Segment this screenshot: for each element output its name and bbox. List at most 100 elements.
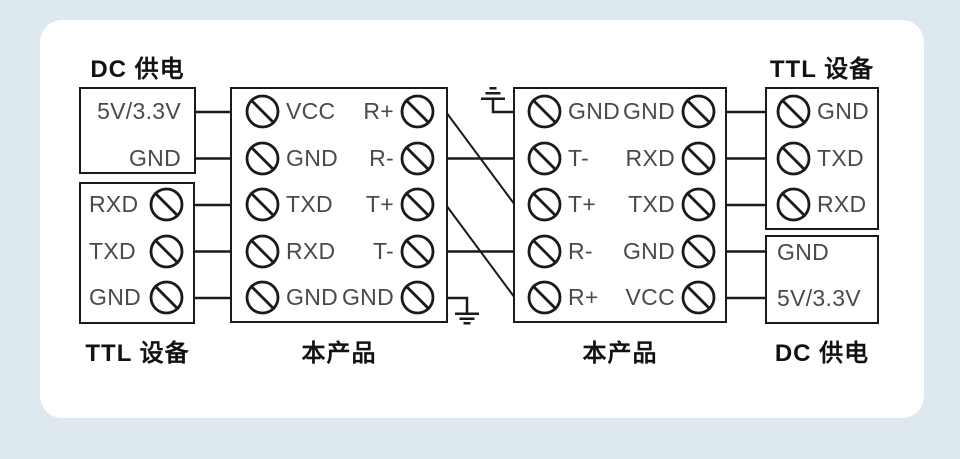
screw-terminal-icon: [680, 186, 717, 223]
terminal-row: GND: [244, 278, 338, 318]
terminal-label: TXD: [817, 144, 864, 171]
terminal-row: GND: [767, 236, 877, 268]
label-ttl-device-left: TTL 设备: [85, 340, 190, 367]
earth-ground-icon: [481, 87, 516, 114]
terminal-row: 5V/3.3V: [81, 96, 194, 128]
terminal-row: GND: [623, 231, 717, 271]
screw-terminal-icon: [244, 186, 281, 223]
terminal-row: T+: [526, 185, 596, 225]
terminal-row: TXD: [244, 185, 333, 225]
terminal-row: GND: [342, 278, 436, 318]
screw-terminal-icon: [526, 140, 563, 177]
crossover-wires: [445, 111, 516, 299]
terminal-label: R-: [369, 144, 394, 171]
right-dc-supply-box: GND 5V/3.3V: [765, 235, 879, 324]
terminal-label: GND: [128, 144, 181, 171]
terminal-label: R+: [568, 284, 599, 310]
label-product-2: 本产品: [582, 340, 658, 367]
terminal-row: R+: [363, 92, 436, 132]
screw-terminal-icon: [526, 186, 563, 223]
screw-terminal-icon: [680, 140, 717, 177]
screw-terminal-icon: [148, 279, 185, 316]
product-2-box: GND T- T+ R- R+ GND RXD T: [513, 87, 727, 323]
screw-terminal-icon: [399, 93, 436, 130]
terminal-label: VCC: [286, 98, 336, 124]
terminal-row: GND: [81, 278, 193, 318]
terminal-row: VCC: [626, 278, 717, 318]
terminal-row: R-: [526, 231, 593, 271]
screw-terminal-icon: [148, 186, 185, 223]
left-ttl-device-box: RXD TXD GND: [79, 182, 195, 324]
label-ttl-device-right: TTL 设备: [769, 56, 875, 83]
terminal-label: T-: [372, 237, 394, 264]
terminal-label: TXD: [286, 191, 333, 217]
terminal-label: T+: [365, 191, 394, 217]
terminal-row: RXD: [81, 185, 193, 225]
terminal-label: VCC: [625, 284, 675, 310]
terminal-label: GND: [341, 284, 394, 310]
screw-terminal-icon: [680, 233, 717, 270]
screw-terminal-icon: [244, 279, 281, 316]
terminal-row: GND: [623, 92, 717, 132]
terminal-row: RXD: [244, 231, 335, 271]
terminal-label: T-: [568, 144, 590, 171]
terminal-label: R-: [568, 237, 593, 264]
screw-terminal-icon: [244, 93, 281, 130]
screw-terminal-icon: [399, 186, 436, 223]
terminal-row: TXD: [81, 231, 193, 271]
terminal-label: GND: [568, 98, 621, 124]
terminal-label: TXD: [89, 237, 136, 264]
screw-terminal-icon: [775, 93, 812, 130]
terminal-label: GND: [286, 144, 339, 171]
terminal-row: RXD: [626, 138, 717, 178]
label-dc-power-left: DC 供电: [90, 56, 185, 83]
terminal-row: T-: [526, 138, 589, 178]
terminal-label: RXD: [286, 237, 336, 264]
terminal-label: T+: [568, 191, 597, 217]
terminal-label: 5V/3.3V: [97, 98, 181, 124]
screw-terminal-icon: [680, 279, 717, 316]
screw-terminal-icon: [244, 233, 281, 270]
terminal-row: GND: [775, 92, 869, 132]
earth-ground-icon: [445, 296, 479, 325]
terminal-row: GND: [244, 138, 338, 178]
screw-terminal-icon: [399, 140, 436, 177]
terminal-label: RXD: [817, 191, 867, 217]
terminal-row: RXD: [775, 185, 866, 225]
terminal-label: GND: [89, 284, 142, 310]
screw-terminal-icon: [526, 233, 563, 270]
screw-terminal-icon: [526, 279, 563, 316]
terminal-label: GND: [622, 98, 675, 124]
terminal-label: GND: [777, 238, 830, 265]
screw-terminal-icon: [244, 140, 281, 177]
terminal-row: R-: [369, 138, 436, 178]
terminal-label: RXD: [89, 191, 139, 217]
label-dc-power-right: DC 供电: [774, 340, 870, 367]
terminal-row: VCC: [244, 92, 335, 132]
terminal-row: T-: [373, 231, 436, 271]
screw-terminal-icon: [148, 233, 185, 270]
terminal-label: GND: [622, 237, 675, 264]
terminal-label: R+: [363, 98, 394, 124]
terminal-row: TXD: [628, 185, 717, 225]
left-dc-supply-box: 5V/3.3V GND: [79, 87, 196, 174]
terminal-row: 5V/3.3V: [767, 283, 877, 315]
label-product-1: 本产品: [301, 340, 377, 367]
screw-terminal-icon: [775, 140, 812, 177]
screw-terminal-icon: [775, 186, 812, 223]
terminal-label: RXD: [625, 144, 675, 171]
terminal-row: T+: [366, 185, 436, 225]
terminal-row: GND: [81, 142, 194, 174]
right-ttl-device-box: GND TXD RXD: [765, 87, 879, 230]
terminal-label: TXD: [628, 191, 675, 217]
screw-terminal-icon: [526, 93, 563, 130]
screw-terminal-icon: [399, 279, 436, 316]
terminal-label: 5V/3.3V: [777, 285, 861, 311]
product-1-box: VCC GND TXD RXD GND R+ R-: [230, 87, 448, 323]
terminal-row: TXD: [775, 138, 864, 178]
terminal-row: R+: [526, 278, 599, 318]
terminal-label: GND: [286, 284, 339, 310]
terminal-label: GND: [817, 98, 870, 124]
screw-terminal-icon: [680, 93, 717, 130]
